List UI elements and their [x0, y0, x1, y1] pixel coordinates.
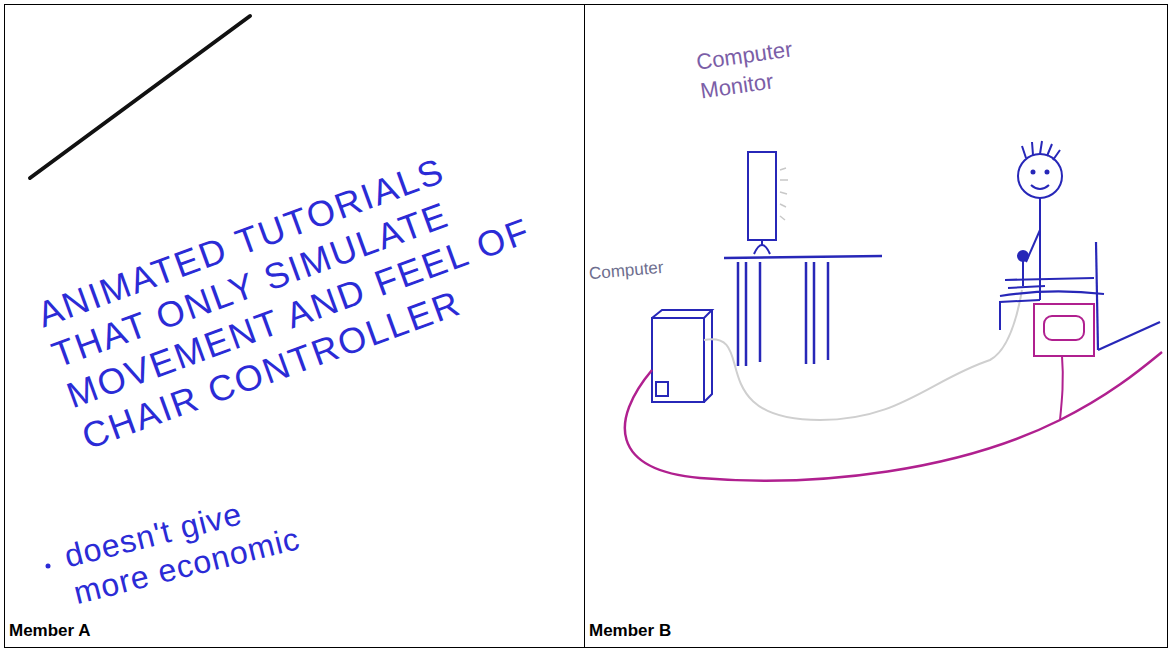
- handwritten-note: Computer: [588, 258, 664, 285]
- sketch-panel: Computer MonitorComputerMember B: [585, 4, 1168, 648]
- member-caption: Member A: [9, 621, 91, 641]
- table-sketch: [724, 256, 882, 366]
- joystick-sketch: [1008, 251, 1045, 288]
- sketch-panel: ANIMATED TUTORIALS THAT ONLY SIMULATE MO…: [4, 4, 585, 648]
- chair-sketch: [1000, 242, 1160, 350]
- handwritten-note: Computer Monitor: [695, 33, 812, 105]
- diagonal-stroke: [30, 16, 250, 178]
- wire: [1060, 356, 1063, 420]
- computer-box-sketch: [652, 310, 712, 402]
- monitor-sketch: [748, 152, 776, 254]
- handwritten-note: ANIMATED TUTORIALS THAT ONLY SIMULATE MO…: [32, 124, 561, 457]
- wire: [704, 290, 1022, 420]
- wire: [625, 352, 1162, 481]
- person-sketch: [1000, 141, 1062, 330]
- member-caption: Member B: [589, 621, 671, 641]
- bullet-dot: [46, 564, 51, 569]
- chair-base-sketch: [1034, 304, 1094, 356]
- monitor-glow: [780, 168, 788, 220]
- handwritten-note: doesn't give more economic: [60, 477, 321, 612]
